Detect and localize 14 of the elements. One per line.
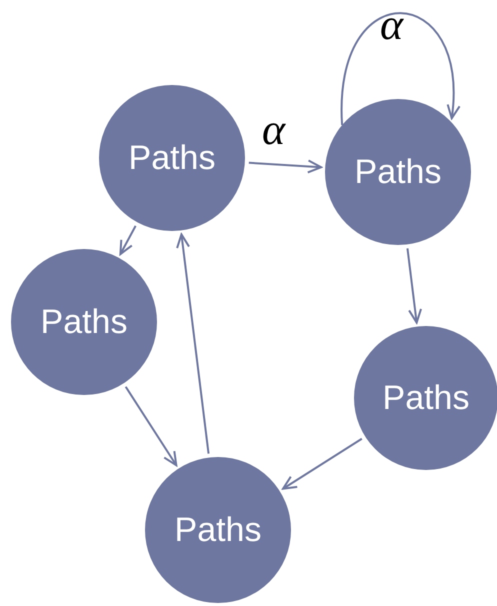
arrow	[406, 248, 422, 324]
arrow	[176, 233, 210, 454]
arrow	[341, 12, 460, 126]
state-label: Paths	[40, 305, 128, 339]
state-label: Paths	[174, 513, 262, 547]
edge-label: α	[380, 3, 404, 47]
state-label: Paths	[354, 155, 442, 189]
arrow	[282, 438, 362, 490]
arrow	[248, 159, 322, 174]
arrow	[124, 386, 178, 466]
state-label: Paths	[128, 141, 216, 175]
arrow	[119, 225, 136, 256]
state-label: Paths	[382, 381, 470, 415]
edge-label: α	[262, 108, 286, 152]
